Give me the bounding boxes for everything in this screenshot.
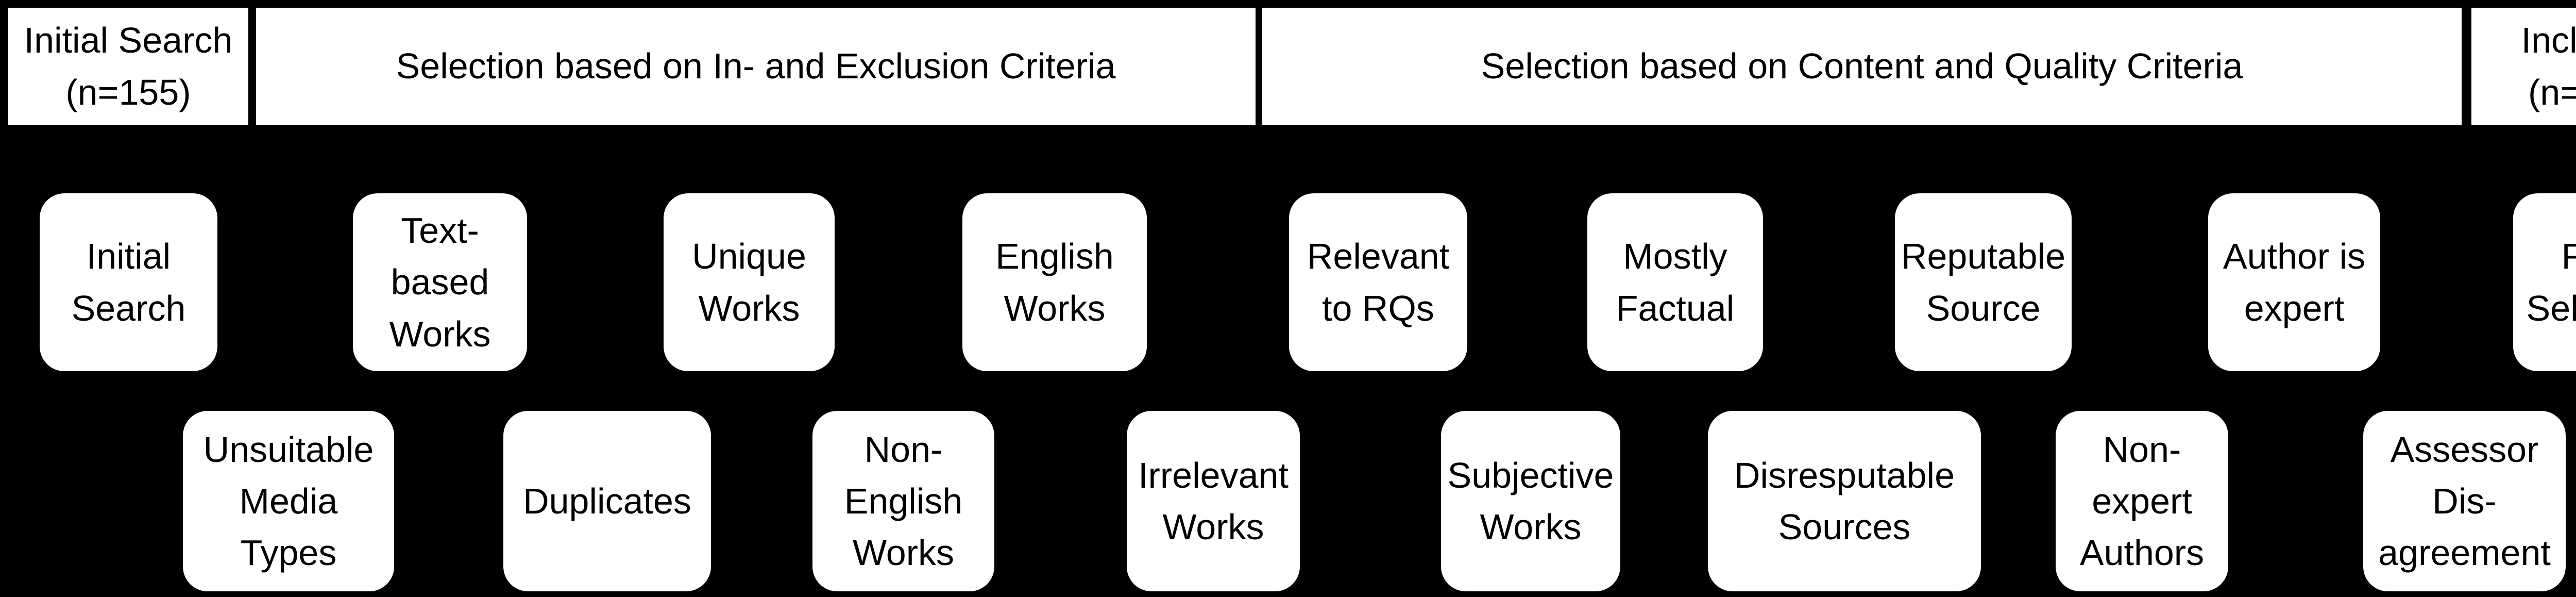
node-english-works: English Works xyxy=(962,193,1147,371)
node-author-is-expert: Author is expert xyxy=(2208,193,2380,371)
node-irrelevant-works: Irrelevant Works xyxy=(1127,411,1300,591)
header-content-quality-criteria: Selection based on Content and Quality C… xyxy=(1262,8,2462,125)
node-assessor-disagreement: Assessor Dis- agreement xyxy=(2363,411,2566,591)
node-non-english-works: Non- English Works xyxy=(812,411,994,591)
header-included: Included (n=114) xyxy=(2471,8,2576,125)
node-initial-search: Initial Search xyxy=(40,193,217,371)
node-unsuitable-media-types: Unsuitable Media Types xyxy=(183,411,394,591)
node-non-expert-authors: Non- expert Authors xyxy=(2056,411,2228,591)
header-initial-search: Initial Search (n=155) xyxy=(8,8,248,125)
node-final-selection: Final Selection xyxy=(2513,193,2576,371)
node-subjective-works: Subjective Works xyxy=(1441,411,1620,591)
node-relevant-to-rqs: Relevant to RQs xyxy=(1289,193,1467,371)
node-disresputable-sources: Disresputable Sources xyxy=(1708,411,1981,591)
node-duplicates: Duplicates xyxy=(503,411,711,591)
node-text-based-works: Text- based Works xyxy=(353,193,527,371)
node-mostly-factual: Mostly Factual xyxy=(1587,193,1763,371)
header-inclusion-exclusion-criteria: Selection based on In- and Exclusion Cri… xyxy=(256,8,1256,125)
node-reputable-source: Reputable Source xyxy=(1895,193,2072,371)
node-unique-works: Unique Works xyxy=(664,193,835,371)
